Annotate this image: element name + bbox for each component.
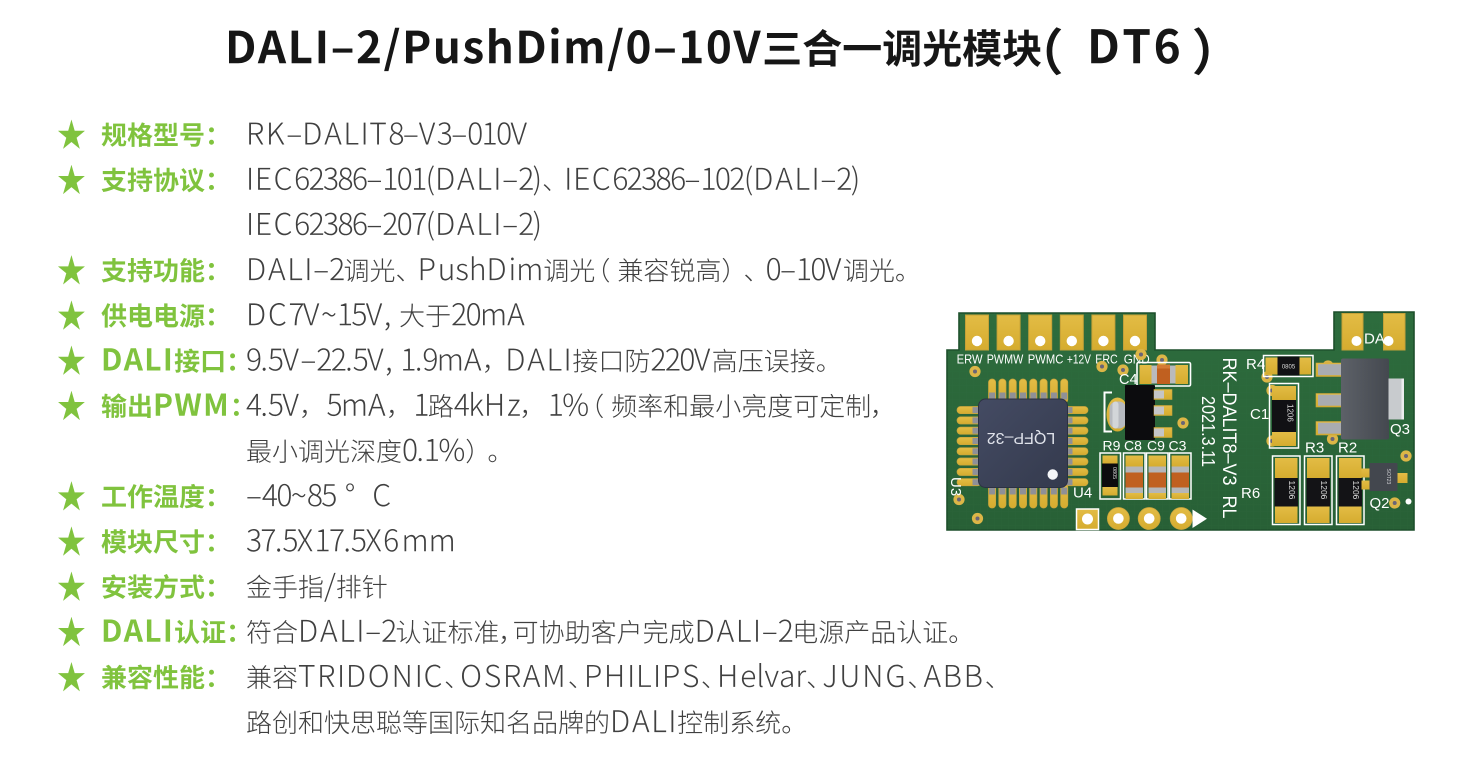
svg-text:RK–DALIT8–V3 RL: RK–DALIT8–V3 RL xyxy=(1218,358,1239,519)
svg-text:Q3: Q3 xyxy=(1390,421,1410,438)
svg-text:U3: U3 xyxy=(947,477,964,496)
svg-text:R4: R4 xyxy=(1246,356,1265,373)
svg-text:SOT23: SOT23 xyxy=(1385,469,1391,485)
svg-text:C3: C3 xyxy=(1169,438,1187,454)
svg-text:U4: U4 xyxy=(1073,485,1092,502)
svg-text:1206: 1206 xyxy=(1286,404,1295,422)
svg-text:DA: DA xyxy=(1364,331,1385,348)
svg-text:0805: 0805 xyxy=(1111,467,1117,479)
svg-text:R6: R6 xyxy=(1241,485,1260,502)
svg-text:+12V: +12V xyxy=(1067,353,1092,367)
svg-text:C9: C9 xyxy=(1147,438,1165,454)
svg-text:ERW: ERW xyxy=(957,353,983,367)
svg-text:R2: R2 xyxy=(1338,440,1357,457)
svg-text:1206: 1206 xyxy=(1319,481,1329,500)
svg-text:C4: C4 xyxy=(1119,372,1138,388)
svg-text:Q2: Q2 xyxy=(1370,495,1390,512)
svg-text:R3: R3 xyxy=(1305,440,1324,457)
svg-text:PWMC: PWMC xyxy=(1028,353,1064,367)
svg-text:1206: 1206 xyxy=(1287,481,1297,500)
svg-text:2021.3.11: 2021.3.11 xyxy=(1198,396,1218,467)
svg-text:C1: C1 xyxy=(1250,406,1269,423)
svg-text:1206: 1206 xyxy=(1351,481,1361,500)
svg-text:C8: C8 xyxy=(1124,438,1142,454)
svg-text:R9: R9 xyxy=(1103,438,1121,454)
svg-text:PWMW: PWMW xyxy=(987,353,1024,367)
svg-text:LQFP–32: LQFP–32 xyxy=(987,429,1056,446)
svg-text:0805: 0805 xyxy=(1282,365,1296,371)
